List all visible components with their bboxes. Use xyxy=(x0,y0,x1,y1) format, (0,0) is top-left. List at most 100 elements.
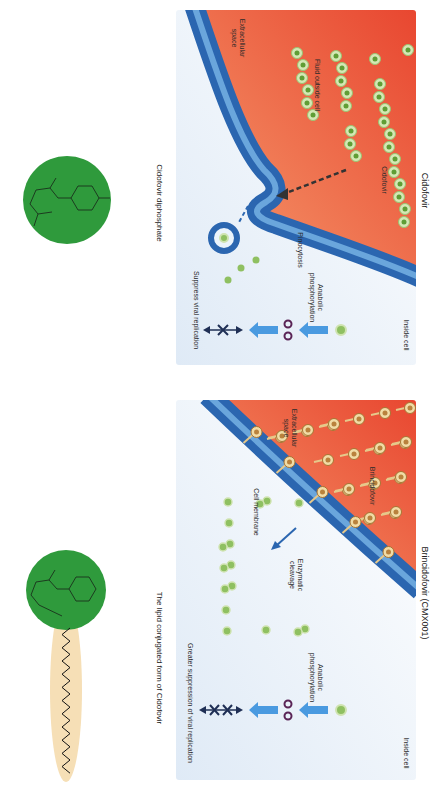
particle-core xyxy=(383,107,388,112)
vesicle-arrow xyxy=(238,206,248,224)
lipid-tail xyxy=(381,513,390,515)
drug-particle xyxy=(399,217,410,228)
lipid-tail xyxy=(340,454,349,456)
drug-particle xyxy=(389,167,400,178)
drug-particle xyxy=(220,234,228,242)
prodrug-particle xyxy=(383,547,394,558)
brincidofovir-particles xyxy=(244,403,416,564)
prodrug-particle xyxy=(364,514,375,525)
particle-core xyxy=(373,57,378,62)
process-arrow xyxy=(299,702,328,718)
prodrug-particle xyxy=(390,508,401,519)
drug-particle xyxy=(351,151,362,162)
arrowhead xyxy=(236,326,243,334)
membrane-highlight xyxy=(208,400,416,590)
lipid-tail xyxy=(361,483,370,485)
drug-particle xyxy=(295,499,303,507)
lipid-molecule xyxy=(26,550,106,782)
prodrug-particle xyxy=(344,484,355,495)
prodrug-particle xyxy=(354,414,365,425)
lipid-tail xyxy=(319,425,328,427)
drug-particle xyxy=(238,265,245,272)
drug-particle xyxy=(222,606,230,614)
drug-particle xyxy=(219,543,227,551)
prodrug-particle xyxy=(329,419,340,430)
drug-particle xyxy=(253,257,260,264)
lipid-tail xyxy=(320,424,329,426)
drug-particle xyxy=(400,204,411,215)
region-label: Extracellular space xyxy=(230,14,246,62)
phosphate xyxy=(285,333,292,340)
prodrug-particle xyxy=(401,437,412,448)
prodrug-particle xyxy=(405,403,416,414)
drug-particle xyxy=(336,705,346,715)
cell-membrane xyxy=(194,10,416,278)
prodrug-particle xyxy=(400,438,411,449)
prodrug-particle xyxy=(395,473,406,484)
lipid-tail xyxy=(334,490,343,492)
membrane-highlight xyxy=(194,10,416,278)
lipid-tail xyxy=(386,478,395,480)
released-cidofovir xyxy=(219,497,309,636)
drug-particle xyxy=(342,88,353,99)
lipid-tail xyxy=(392,442,401,444)
drug-particle xyxy=(292,48,303,59)
particle-core xyxy=(399,475,404,480)
particle-core xyxy=(295,51,300,56)
particle-core xyxy=(300,76,305,81)
drug-particle xyxy=(403,45,414,56)
drug-particle xyxy=(294,628,302,636)
particle-core xyxy=(404,440,409,445)
prodrug-particle xyxy=(251,427,262,438)
lipid-tail xyxy=(365,449,374,451)
drug-particle xyxy=(346,126,357,137)
prodrug-particle xyxy=(391,507,402,518)
drug-particle xyxy=(224,498,232,506)
brincidofovir-panel-art xyxy=(176,400,416,780)
lipid-tail xyxy=(391,443,400,445)
drug-particle xyxy=(303,85,314,96)
particle-core xyxy=(368,516,373,521)
drug-particle xyxy=(336,76,347,87)
particle-core xyxy=(320,490,325,495)
region-label: Cell membrane xyxy=(252,484,260,540)
cleavage-arrow xyxy=(276,528,296,546)
particle-core xyxy=(334,54,339,59)
arrowhead xyxy=(271,541,281,550)
lipid-tail xyxy=(310,495,319,503)
prodrug-particle xyxy=(374,444,385,455)
drug-particle xyxy=(225,277,232,284)
figure-caption: The lipid conjugated form of Cidofovir xyxy=(155,530,164,786)
particle-core xyxy=(378,446,383,451)
region-label: Inside cell xyxy=(402,730,410,776)
process-arrow xyxy=(249,702,278,718)
drug-particle xyxy=(223,627,231,635)
particle-core xyxy=(377,95,382,100)
structure-lines xyxy=(30,178,110,226)
cidofovir-particles xyxy=(292,45,414,228)
drug-particle xyxy=(390,154,401,165)
particle-core xyxy=(347,487,352,492)
particle-core xyxy=(378,82,383,87)
arrowhead xyxy=(203,326,210,334)
molecule-disc xyxy=(23,156,111,244)
process-arrow xyxy=(249,322,278,338)
lipid-tail xyxy=(360,484,369,486)
particle-core xyxy=(344,104,349,109)
phosphate xyxy=(285,701,292,708)
drug-particle xyxy=(384,142,395,153)
prodrug-particle xyxy=(349,449,360,460)
region-label: Anabolic phosphorylation xyxy=(308,272,324,323)
prodrug-particle xyxy=(375,443,386,454)
region-label: Suppress viral replication xyxy=(192,260,200,360)
lipid-tail xyxy=(376,555,385,563)
structure-lines xyxy=(31,570,96,616)
particle-core xyxy=(386,550,391,555)
drug-particle xyxy=(380,104,391,115)
particle-core xyxy=(383,411,388,416)
lipid-tail xyxy=(267,437,276,439)
drug-particle xyxy=(302,98,313,109)
drug-particle xyxy=(298,60,309,71)
particle-core xyxy=(388,132,393,137)
